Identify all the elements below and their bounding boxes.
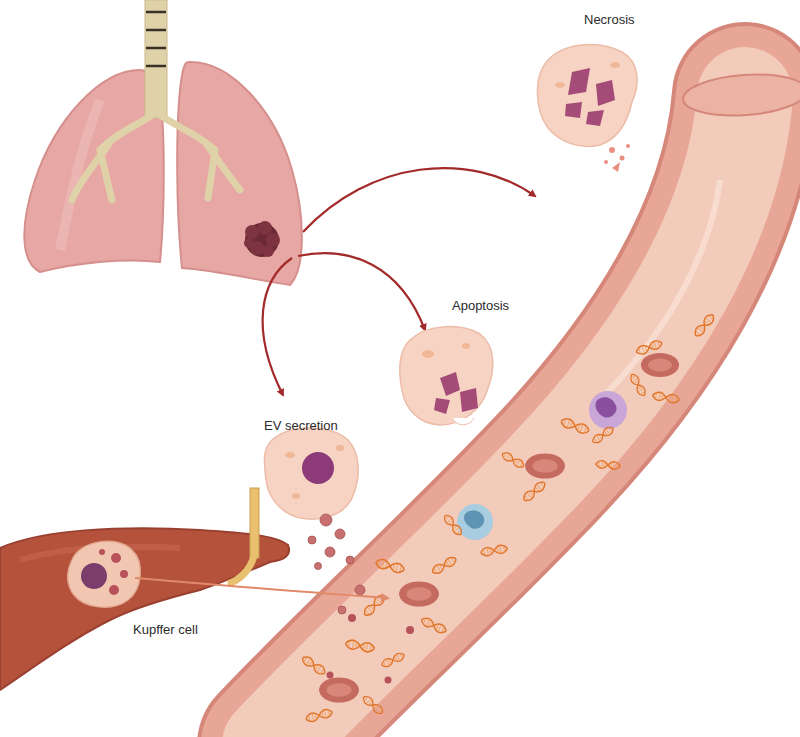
lungs — [24, 0, 302, 285]
ev-secreting-cell — [264, 428, 365, 614]
white-cell — [589, 391, 627, 429]
cell-label: Necrosis — [584, 12, 635, 28]
arrow — [298, 253, 425, 330]
tumor — [244, 221, 280, 257]
cell-label: Apoptosis — [452, 298, 509, 314]
necrotic-cell — [537, 44, 637, 172]
white-cell — [457, 504, 493, 540]
cell-label: Kupffer cell — [133, 622, 198, 638]
blood-vessel — [270, 71, 800, 737]
arrow — [303, 168, 535, 232]
cell-label: EV secretion — [264, 418, 338, 434]
liver — [0, 488, 388, 690]
arrow — [263, 258, 292, 395]
apoptotic-cell — [400, 327, 493, 425]
